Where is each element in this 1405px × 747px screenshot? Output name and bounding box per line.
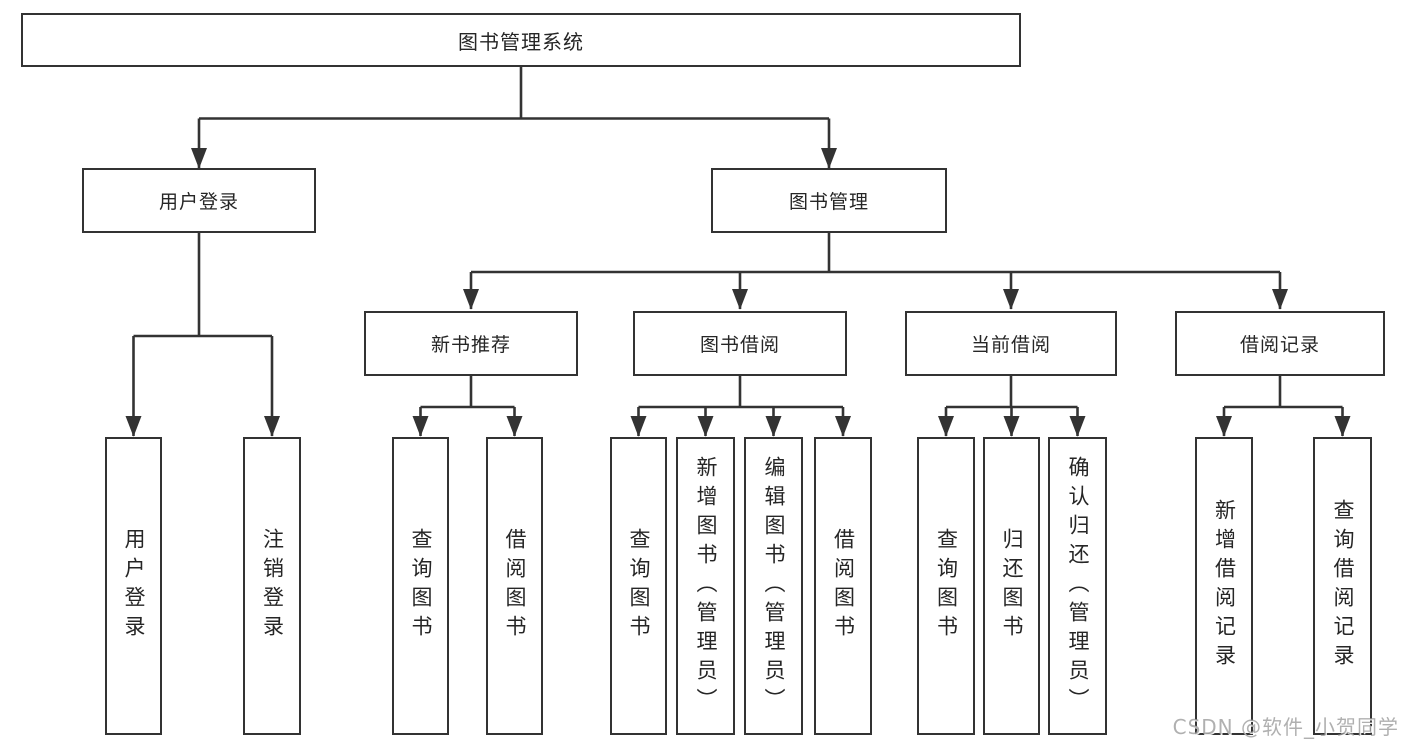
leaf-logout: 注销登录: [243, 437, 301, 735]
leaf-current-confirm-return-admin: 确认归还（管理员）: [1048, 437, 1107, 735]
node-new-book-recommend-label: 新书推荐: [430, 334, 511, 356]
leaf-current-query-book: 查询图书: [917, 437, 975, 735]
leaf-borrow-borrow-book: 借阅图书: [814, 437, 872, 735]
node-book-borrow-label: 图书借阅: [699, 334, 780, 356]
leaf-records-add-record: 新增借阅记录: [1195, 437, 1253, 735]
leaf-recommend-query-book: 查询图书: [392, 437, 449, 735]
leaf-borrow-borrow-book-label: 借阅图书: [831, 528, 856, 644]
leaf-user-login: 用户登录: [105, 437, 162, 735]
leaf-borrow-query-book-label: 查询图书: [627, 528, 651, 644]
leaf-current-query-book-label: 查询图书: [934, 528, 959, 644]
leaf-current-confirm-return-admin-label: 确认归还（管理员）: [1066, 455, 1090, 717]
leaf-records-query-record: 查询借阅记录: [1313, 437, 1372, 735]
leaf-records-add-record-label: 新增借阅记录: [1212, 499, 1237, 673]
node-current-borrow: 当前借阅: [905, 311, 1117, 376]
connector-group: [125, 67, 1351, 437]
node-book-management-label: 图书管理: [788, 191, 869, 213]
node-borrow-records-label: 借阅记录: [1239, 334, 1320, 356]
leaf-borrow-add-book-admin-label: 新增图书（管理员）: [694, 455, 718, 717]
node-new-book-recommend: 新书推荐: [364, 311, 578, 376]
node-book-borrow: 图书借阅: [633, 311, 847, 376]
csdn-watermark: CSDN @软件_小贺同学: [1172, 715, 1399, 739]
leaf-records-query-record-label: 查询借阅记录: [1331, 499, 1355, 673]
node-root-label: 图书管理系统: [458, 29, 584, 54]
leaf-borrow-edit-book-admin: 编辑图书（管理员）: [744, 437, 803, 735]
leaf-current-return-book-label: 归还图书: [1000, 528, 1024, 644]
node-book-management: 图书管理: [711, 168, 947, 233]
leaf-recommend-borrow-book-label: 借阅图书: [503, 528, 527, 644]
leaf-borrow-query-book: 查询图书: [610, 437, 667, 735]
node-current-borrow-label: 当前借阅: [970, 334, 1051, 356]
node-borrow-records: 借阅记录: [1175, 311, 1385, 376]
leaf-current-return-book: 归还图书: [983, 437, 1040, 735]
leaf-user-login-label: 用户登录: [122, 528, 146, 644]
node-user-login-label: 用户登录: [158, 191, 239, 213]
leaf-logout-label: 注销登录: [260, 528, 285, 644]
leaf-recommend-borrow-book: 借阅图书: [486, 437, 543, 735]
leaf-recommend-query-book-label: 查询图书: [409, 528, 433, 644]
node-user-login: 用户登录: [82, 168, 316, 233]
leaf-borrow-add-book-admin: 新增图书（管理员）: [676, 437, 735, 735]
node-root: 图书管理系统: [21, 13, 1021, 67]
leaf-borrow-edit-book-admin-label: 编辑图书（管理员）: [762, 455, 786, 717]
